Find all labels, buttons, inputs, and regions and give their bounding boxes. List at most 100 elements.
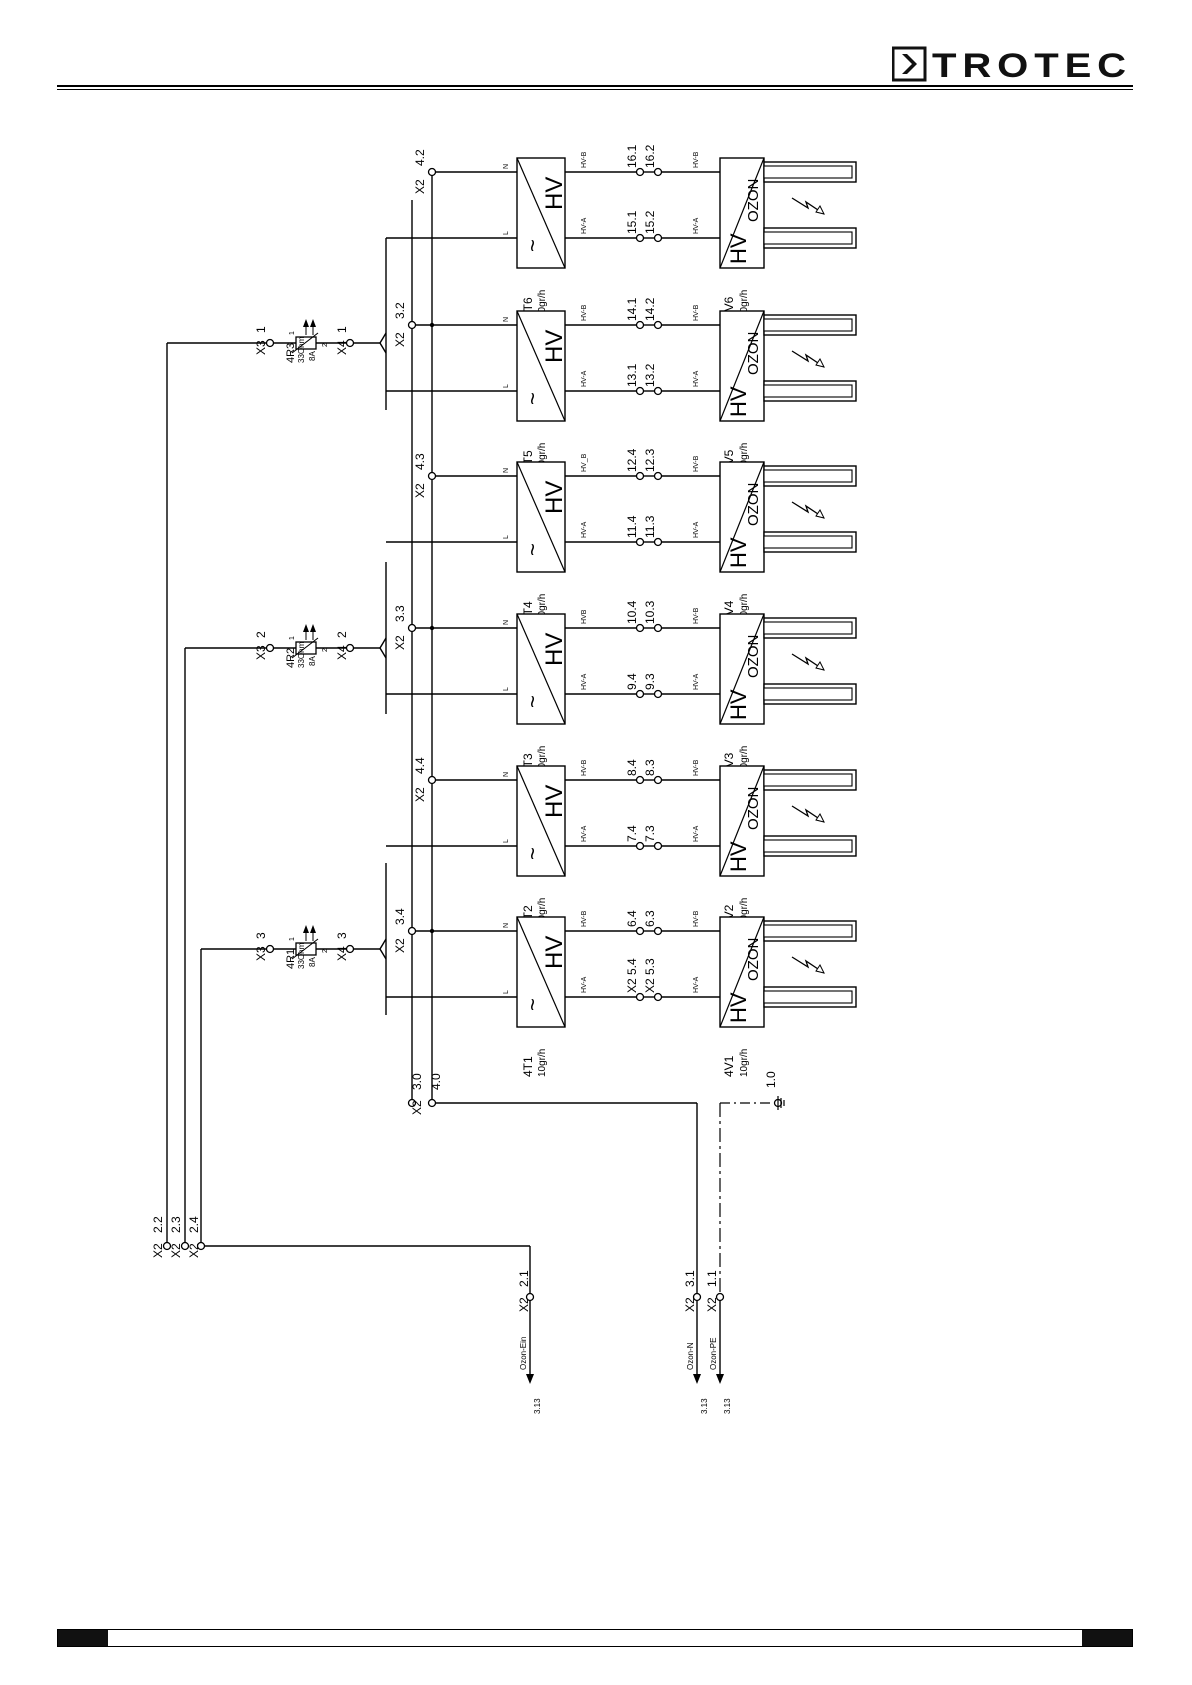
terminal-13.1 — [635, 386, 645, 396]
label-x2: X2 — [151, 1243, 165, 1258]
label-x2: X2 — [683, 1297, 697, 1312]
generator-ozon-label: OZON — [745, 483, 762, 526]
label-l: L — [503, 990, 510, 994]
label-terminal-b1: 16.1 — [625, 144, 639, 168]
label-pin: 2 — [322, 949, 329, 953]
label-terminal-2-2: 2.2 — [151, 1216, 165, 1233]
terminal-9.4 — [635, 689, 645, 699]
generator-divider — [719, 613, 765, 725]
brand-name: TROTEC — [932, 47, 1132, 82]
terminal-x2-2-2 — [162, 1241, 172, 1251]
label-terminal-b1: 10.4 — [625, 600, 639, 624]
arrow-up-icon — [310, 925, 316, 933]
label-terminal-a1: 7.4 — [625, 825, 639, 842]
generator-hv-label: HV — [726, 689, 751, 720]
terminal-13.2 — [653, 386, 663, 396]
terminal-9.3 — [653, 689, 663, 699]
terminal-6.4 — [635, 926, 645, 936]
electrode-tube-inner — [763, 384, 853, 398]
terminal-10.3 — [653, 623, 663, 633]
label-terminal-a2: 11.3 — [643, 515, 657, 538]
discharge-icon — [791, 501, 825, 519]
label-n: N — [503, 772, 510, 777]
transformer-divider — [516, 916, 566, 1028]
junction-dot — [429, 625, 435, 631]
terminal-x2-4.2 — [427, 167, 437, 177]
label-transformer-capacity: 10gr/h — [537, 1049, 548, 1077]
terminal-x4-1 — [345, 338, 355, 348]
terminal-x2-3.2 — [407, 320, 417, 330]
label-hv-a: HV-A — [581, 673, 588, 690]
terminal-x2-4.4 — [427, 775, 437, 785]
terminal-8.4 — [635, 775, 645, 785]
label-transformer-ref: 4T1 — [521, 1056, 535, 1077]
signal-arrow — [693, 1374, 701, 1384]
label-x3-num: 3 — [254, 932, 268, 939]
label-pin: 2 — [322, 343, 329, 347]
generator-divider — [719, 765, 765, 877]
generator-hv-label: HV — [726, 537, 751, 568]
electrode-tube-inner — [763, 231, 853, 245]
generator-divider — [719, 461, 765, 573]
label-terminal-a1: X2 5.4 — [625, 958, 639, 993]
label-x4-num: 3 — [335, 932, 349, 939]
transformer-divider — [516, 157, 566, 269]
label-terminal-3-1: 3.1 — [683, 1270, 697, 1287]
transformer-hv-label: HV — [541, 481, 568, 514]
label-terminal-b1: 14.1 — [625, 297, 639, 321]
resistor-slash — [291, 332, 319, 354]
terminal-16.1 — [635, 167, 645, 177]
label-terminal-b2: 10.3 — [643, 600, 657, 624]
label-terminal-b1: 6.4 — [625, 910, 639, 927]
label-x4-num: 1 — [335, 326, 349, 333]
label-x2: X2 — [393, 332, 407, 347]
label-terminal-a1: 9.4 — [625, 673, 639, 690]
terminal-x3-1 — [265, 338, 275, 348]
arrow-up-icon — [303, 925, 309, 933]
wire-branch — [379, 342, 387, 354]
terminal-14.2 — [653, 320, 663, 330]
label-terminal-a1: 13.1 — [625, 363, 639, 387]
label-n: N — [503, 620, 510, 625]
label-n-terminal: 3.2 — [393, 302, 407, 319]
transformer-hv-label: HV — [541, 936, 568, 969]
transformer-ac-symbol: ~ — [520, 847, 545, 860]
label-terminal-b2: 16.2 — [643, 144, 657, 168]
label-hv-a: HV-A — [581, 976, 588, 993]
transformer-divider — [516, 765, 566, 877]
label-terminal-a2: X2 5.3 — [643, 958, 657, 993]
terminal-x2-4-0 — [427, 1098, 437, 1108]
terminal-x2-3-0 — [407, 1098, 417, 1108]
transformer-hv-label: HV — [541, 177, 568, 210]
label-hv-b: HV-B — [693, 455, 700, 472]
terminal-15.1 — [635, 233, 645, 243]
wire-branch — [379, 948, 387, 960]
label-terminal-1-0: 1.0 — [764, 1071, 778, 1088]
label-x4: X4 — [335, 340, 349, 355]
resistor-slash — [291, 637, 319, 659]
label-n: N — [503, 317, 510, 322]
label-terminal-b2: 8.3 — [643, 759, 657, 776]
label-n: N — [503, 164, 510, 169]
label-resistor-value: 33Ohm — [297, 942, 306, 969]
label-transformer-capacity: 10gr/h — [537, 443, 548, 471]
terminal-12.4 — [635, 471, 645, 481]
label-terminal-b2: 12.3 — [643, 448, 657, 472]
electrode-tube-inner — [763, 839, 853, 853]
terminal-6.3 — [653, 926, 663, 936]
terminal-12.3 — [653, 471, 663, 481]
terminal-x2-2-3 — [180, 1241, 190, 1251]
electrode-tube-inner — [763, 687, 853, 701]
label-hv-a: HV-A — [581, 217, 588, 234]
label-generator-ref: 4V1 — [722, 1055, 736, 1077]
electrode-tube-inner — [763, 318, 853, 332]
label-hv-a: HV-A — [693, 673, 700, 690]
electrode-tube-inner — [763, 990, 853, 1004]
label-resistor-value: 33Ohm — [297, 336, 306, 363]
label-terminal-1-1: 1.1 — [705, 1270, 719, 1287]
transformer-hv-label: HV — [541, 330, 568, 363]
transformer-ac-symbol: ~ — [520, 392, 545, 405]
label-hv-b: HV-B — [693, 607, 700, 624]
terminal-x2-2-4 — [196, 1241, 206, 1251]
terminal-x2-4.3 — [427, 471, 437, 481]
